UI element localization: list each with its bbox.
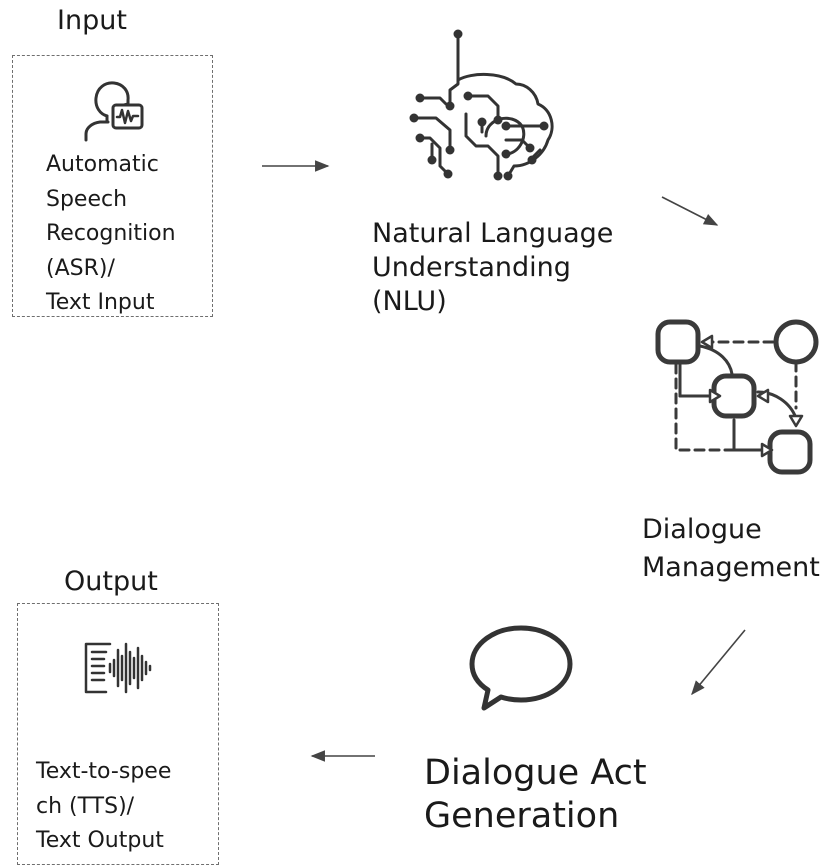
speech-recognition-icon bbox=[84, 81, 144, 142]
tts-label-line: ch (TTS)/ bbox=[36, 793, 135, 819]
arrow-nlu-to-dm bbox=[661, 196, 719, 226]
dag-label-line: Generation bbox=[424, 796, 620, 836]
nlu-label-line: (NLU) bbox=[372, 286, 447, 317]
asr-label: Automatic Speech Recognition (ASR)/ Text… bbox=[46, 148, 176, 321]
arrow-dm-to-dag bbox=[691, 629, 746, 696]
state-machine-icon bbox=[655, 319, 819, 475]
asr-label-line: (ASR)/ bbox=[46, 255, 115, 281]
input-title: Input bbox=[57, 5, 127, 36]
input-box bbox=[12, 55, 213, 317]
nlu-label-line: Understanding bbox=[372, 252, 571, 283]
dm-label-line: Dialogue bbox=[642, 514, 762, 545]
tts-label-line: Text-to-spee bbox=[36, 759, 172, 784]
nlu-label-line: Natural Language bbox=[372, 218, 614, 249]
asr-label-line: Automatic bbox=[46, 152, 159, 177]
text-to-speech-icon bbox=[84, 642, 152, 694]
dm-label-line: Management bbox=[642, 552, 820, 583]
dag-label-line: Dialogue Act bbox=[424, 753, 647, 793]
speech-bubble-icon bbox=[469, 625, 573, 711]
asr-label-line: Recognition bbox=[46, 221, 176, 246]
asr-label-line: Text Input bbox=[46, 290, 155, 315]
output-box bbox=[17, 603, 219, 865]
nlu-label: Natural Language Understanding (NLU) bbox=[372, 217, 613, 319]
tts-label: Text-to-spee ch (TTS)/ Text Output bbox=[36, 755, 171, 859]
tts-label-line: Text Output bbox=[36, 828, 164, 853]
output-title: Output bbox=[64, 566, 158, 597]
dm-label: Dialogue Management bbox=[642, 511, 820, 587]
dag-label: Dialogue Act Generation bbox=[424, 752, 647, 838]
asr-label-line: Speech bbox=[46, 186, 128, 212]
circuit-brain-icon bbox=[409, 29, 554, 181]
